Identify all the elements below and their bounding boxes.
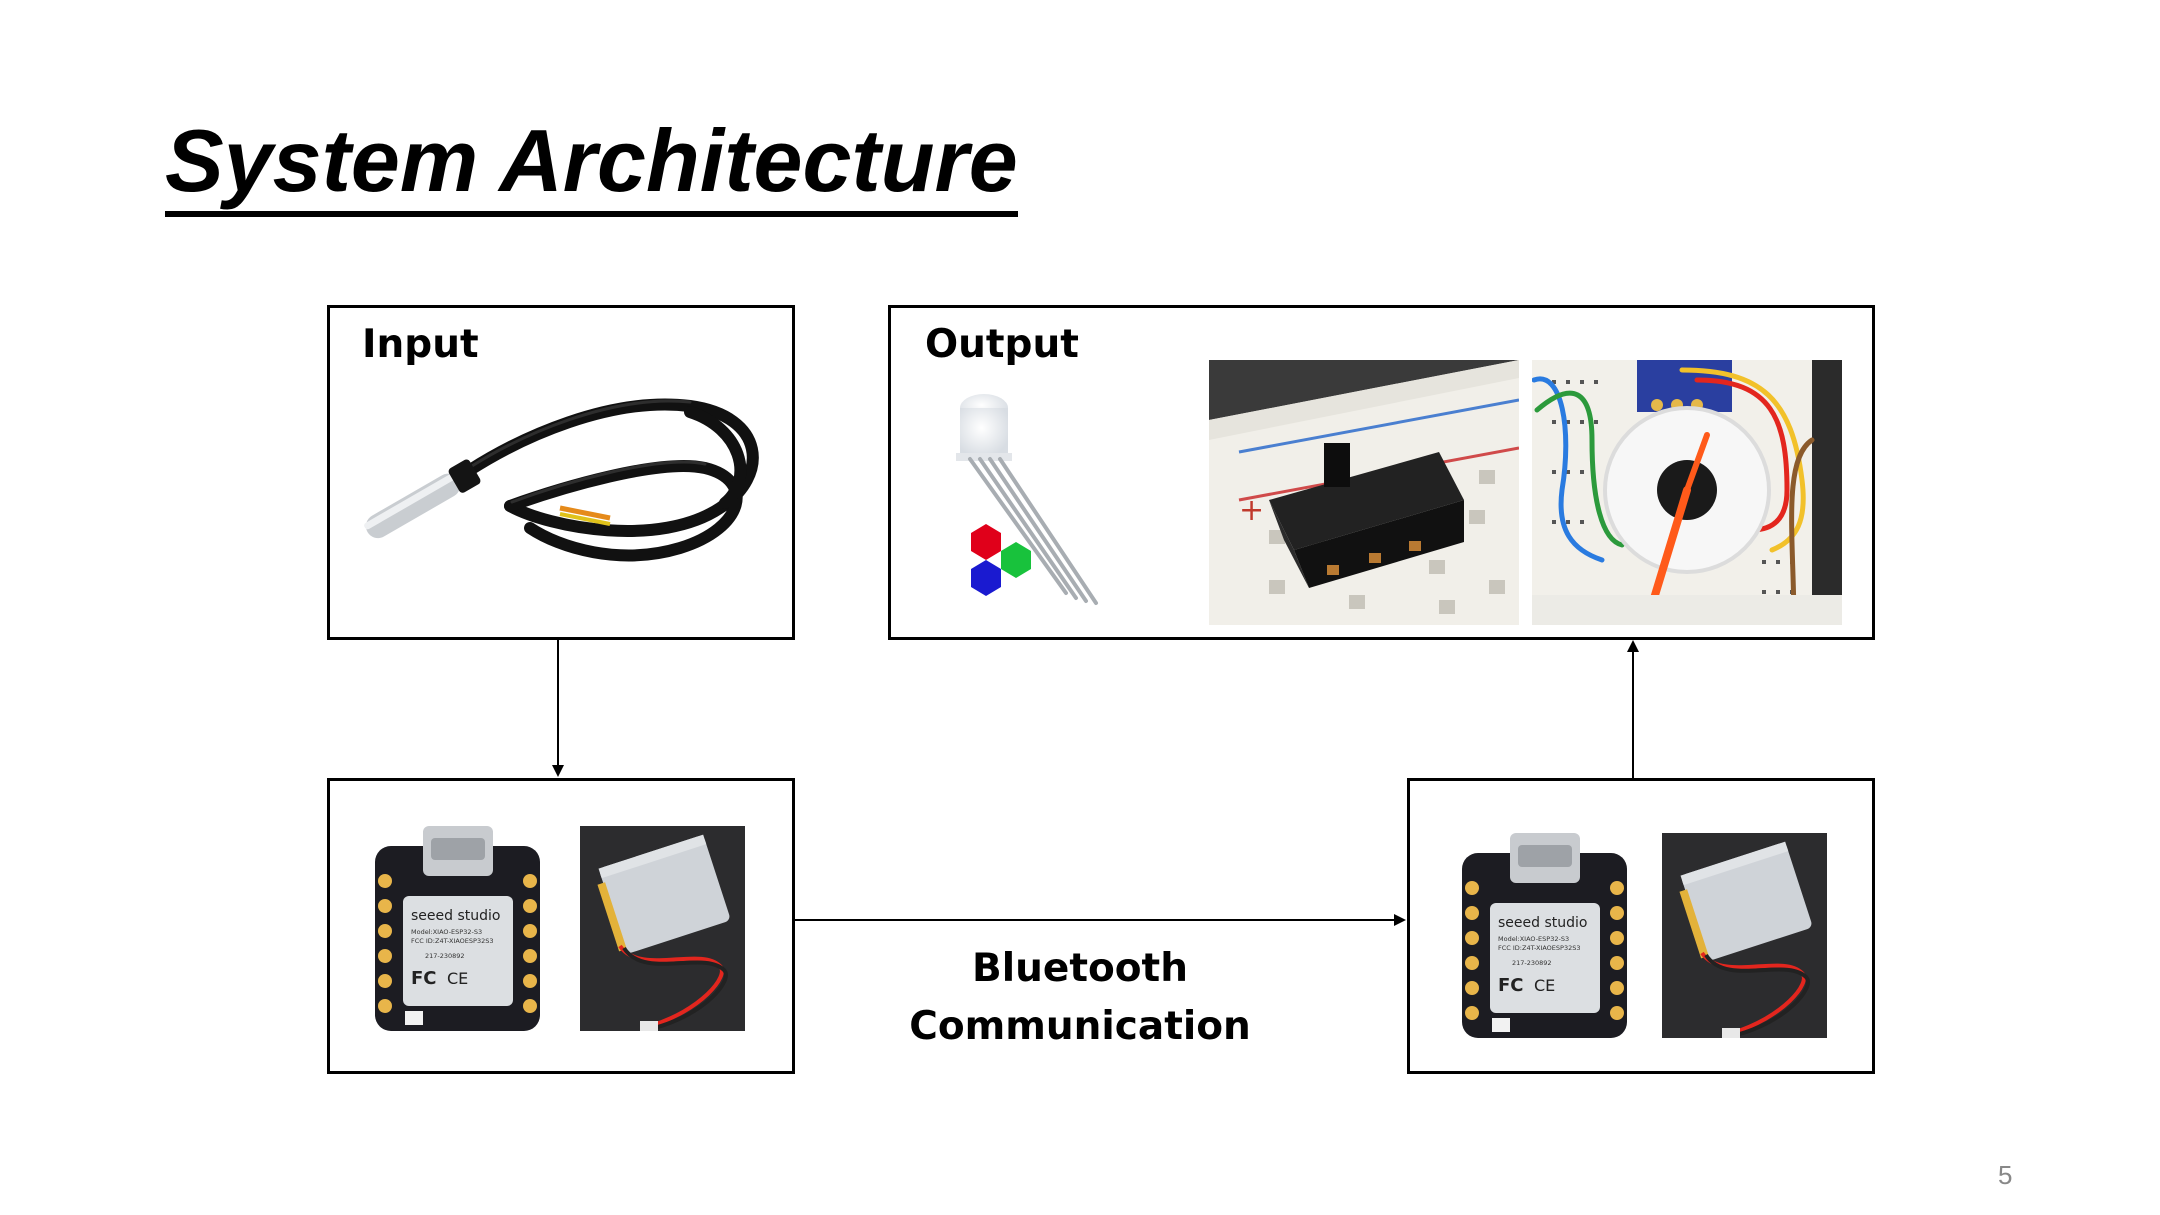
stepper-gauge-image [1532, 360, 1842, 625]
slide-title: System Architecture [165, 110, 1018, 218]
board-cert: 217-230892 [425, 952, 465, 960]
rgb-led-image [956, 394, 1098, 605]
page-number: 5 [1998, 1160, 2013, 1190]
blue-hex-icon [971, 560, 1001, 596]
green-hex-icon [1001, 542, 1031, 578]
board-brand: seeed studio [1498, 915, 1587, 931]
temperature-probe-image [364, 398, 759, 562]
board-fc: FC [411, 968, 437, 989]
xiao-esp32s3-board-image: seeed studio Model:XIAO-ESP32-S3 FCC ID:… [1462, 833, 1627, 1038]
transmitter-box: seeed studio Model:XIAO-ESP32-S3 FCC ID:… [327, 778, 795, 1074]
output-box: Output + [888, 305, 1875, 640]
svg-text:+: + [1239, 493, 1264, 528]
input-label: Input [362, 322, 479, 367]
board-ce: CE [447, 969, 468, 988]
board-cert: 217-230892 [1512, 959, 1552, 967]
bluetooth-label-line1: Bluetooth [972, 946, 1188, 991]
red-hex-icon [971, 524, 1001, 560]
board-fcc: FCC ID:Z4T-XIAOESP32S3 [1498, 944, 1580, 952]
bluetooth-label-line2: Communication [909, 1004, 1251, 1049]
board-fcc: FCC ID:Z4T-XIAOESP32S3 [411, 937, 493, 945]
board-brand: seeed studio [411, 908, 500, 924]
board-fc: FC [1498, 975, 1524, 996]
receiver-box: seeed studio Model:XIAO-ESP32-S3 FCC ID:… [1407, 778, 1875, 1074]
board-ce: CE [1534, 976, 1555, 995]
lipo-battery-image [1662, 833, 1827, 1038]
bluetooth-communication-label: Bluetooth Communication [870, 940, 1290, 1056]
input-box: Input [327, 305, 795, 640]
lipo-battery-image [580, 826, 745, 1031]
board-model: Model:XIAO-ESP32-S3 [411, 928, 482, 936]
board-model: Model:XIAO-ESP32-S3 [1498, 935, 1569, 943]
xiao-esp32s3-board-image: seeed studio Model:XIAO-ESP32-S3 FCC ID:… [375, 826, 540, 1031]
output-label: Output [925, 322, 1079, 367]
slide-switch-image: + [1209, 360, 1519, 625]
